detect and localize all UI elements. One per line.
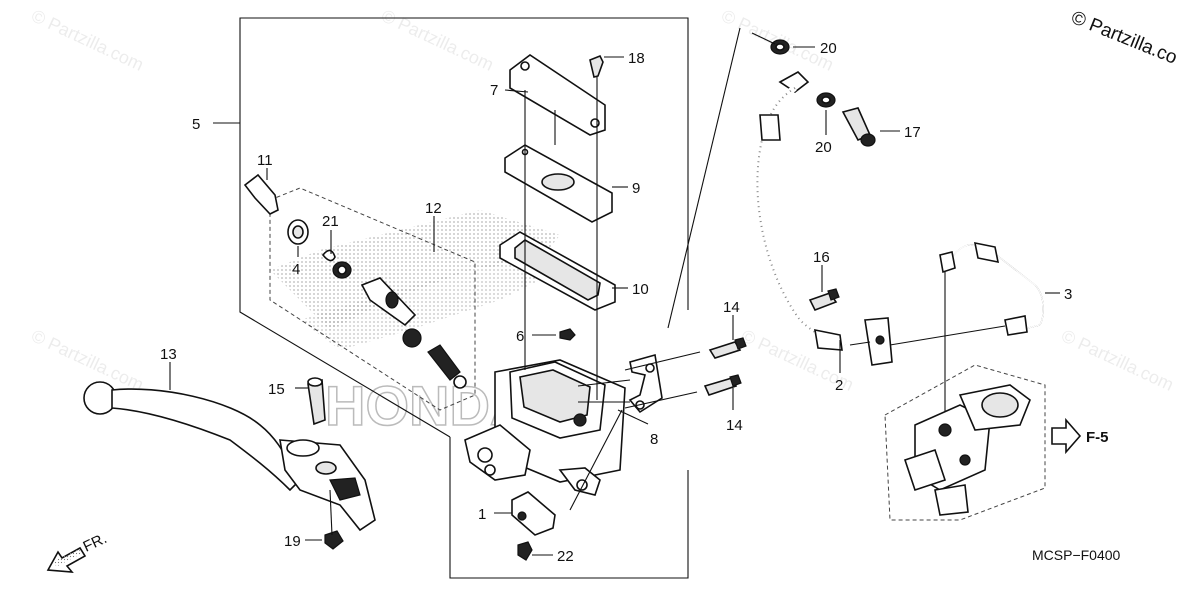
piston-kit-outline [269,187,476,411]
diaphragm [499,231,616,311]
assembly-outline [213,17,689,579]
callout-5: 5 [192,116,200,133]
reservoir-cap [509,54,606,136]
small-fasteners [517,54,747,561]
callout-11: 11 [257,152,273,169]
watermark-tile: © Partzilla.com [28,325,146,394]
callout-17: 17 [904,124,921,141]
callout-20a: 20 [820,40,837,57]
callout-22: 22 [557,548,574,565]
callout-12: 12 [425,200,442,217]
callout-9: 9 [632,180,640,197]
diaphragm-plate [504,144,613,223]
callout-1: 1 [478,506,486,523]
callout-20b: 20 [815,139,832,156]
callout-16: 16 [813,249,830,266]
callout-6: 6 [516,328,524,345]
watermark-tile: © Partzilla.com [28,5,146,74]
reference-arrow-icon: F-5 [1051,417,1109,455]
watermark-tile: © Partzilla.com [1058,325,1176,394]
callout-labels: 1 2 3 4 5 6 7 8 9 10 11 12 13 14 14 15 1… [160,40,1072,565]
callout-10: 10 [632,281,649,298]
brake-lever [83,377,376,550]
reference-label: F-5 [1086,429,1109,446]
guide-lines [524,65,598,400]
callout-14b: 14 [726,417,743,434]
watermark-corner: © Partzilla.co [1068,7,1180,69]
master-cylinder-body [464,359,626,496]
callout-2: 2 [835,377,843,394]
callout-19: 19 [284,533,301,550]
callout-4: 4 [292,261,300,278]
clamp-holder [628,353,663,414]
callout-7: 7 [490,82,498,99]
callout-15: 15 [268,381,285,398]
callout-leaders [169,46,1060,556]
bolt-leaders [577,351,701,409]
brake-hose [754,71,893,366]
callout-13: 13 [160,346,177,363]
brake-switch [511,491,556,536]
direction-label: FR. [81,530,110,556]
callout-14a: 14 [723,299,740,316]
abs-modulator [884,364,1046,521]
callout-8: 8 [650,431,658,448]
callout-3: 3 [1064,286,1072,303]
callout-21: 21 [322,213,339,230]
brake-pipe [889,241,1044,420]
callout-18: 18 [628,50,645,67]
diagram-code: MCSP−F0400 [1032,547,1121,563]
front-direction-arrow-icon: FR. [46,530,110,573]
watermark-tile: © Partzilla.com [378,5,496,74]
piston-components [243,173,467,389]
hose-fasteners [667,27,876,329]
